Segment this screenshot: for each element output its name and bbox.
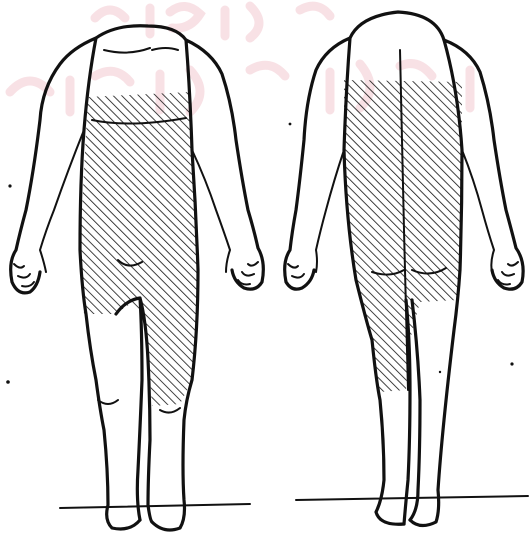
back-right-arm-inner <box>462 150 494 272</box>
front-collar <box>104 48 178 53</box>
front-inner-legs <box>116 298 152 522</box>
front-view <box>11 26 264 530</box>
front-shaded-region <box>80 92 198 406</box>
front-right-hand <box>238 262 258 285</box>
front-ground-line <box>60 504 250 508</box>
back-right-hand <box>498 262 518 285</box>
front-left-hand <box>14 264 34 287</box>
back-ground-line <box>296 496 528 500</box>
back-shaded-region <box>344 80 462 392</box>
back-left-hand <box>288 264 304 278</box>
back-left-arm-inner <box>316 150 344 272</box>
front-left-arm-inner <box>40 130 84 272</box>
back-head-outline <box>350 12 444 40</box>
back-view <box>285 12 528 526</box>
